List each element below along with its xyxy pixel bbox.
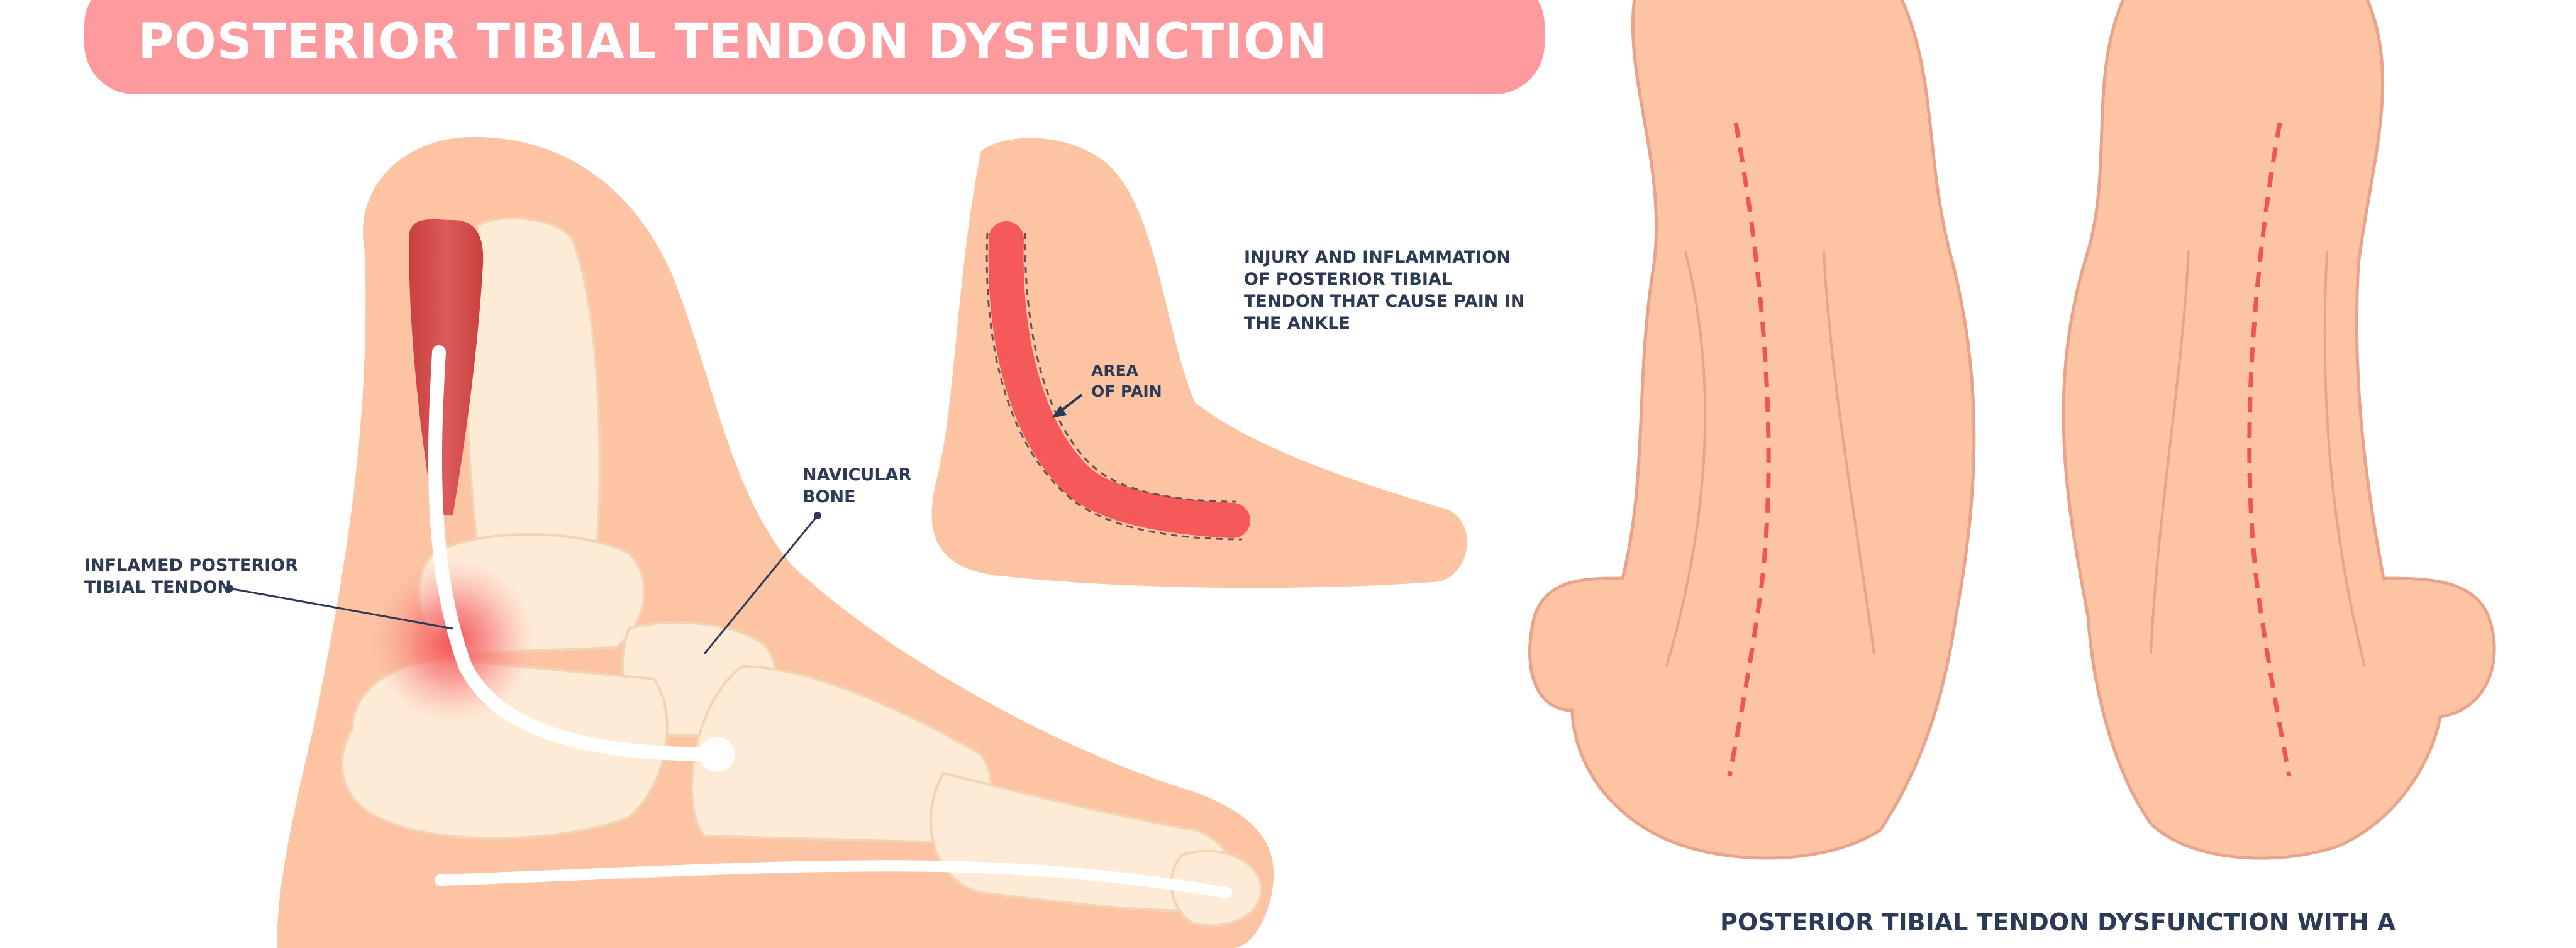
label-navicular-bone: NAVICULAR BONE: [802, 465, 912, 507]
side-view-foot: [226, 136, 1274, 948]
left-leg-midline: [1727, 122, 1771, 777]
navicular-leader: [703, 515, 819, 654]
pain-area-border: [985, 232, 1243, 541]
pain-arrow: [1058, 394, 1083, 413]
right-leg-contour-2: [2323, 251, 2366, 667]
right-leg-skin: [2062, 0, 2496, 860]
inflamed-tendon-leader-dot: [226, 585, 233, 592]
caption: POSTERIOR TIBIAL TENDON DYSFUNCTION WITH…: [1720, 908, 2396, 936]
pain-area: [988, 221, 1250, 538]
left-leg-contour-2: [1823, 251, 1875, 654]
label-area-of-pain: AREA OF PAIN: [1091, 361, 1162, 400]
rear-view-right: [2062, 0, 2496, 860]
rear-view-left: [1528, 0, 1976, 860]
label-inflamed-tendon: INFLAMED POSTERIOR TIBIAL TENDON: [84, 556, 298, 597]
page-title: POSTERIOR TIBIAL TENDON DYSFUNCTION: [138, 14, 1328, 70]
navicular-leader-dot: [814, 512, 821, 519]
posterior-tibial-tendon: [428, 345, 724, 761]
tibialis-muscle: [409, 219, 484, 515]
small-foot: [931, 138, 1467, 588]
left-leg-contour: [1665, 251, 1707, 667]
tibia-bone: [465, 216, 601, 555]
plantar-fascia: [435, 860, 1232, 898]
right-leg-contour: [2150, 251, 2190, 654]
tendon-insertion: [699, 737, 735, 772]
title-banner: POSTERIOR TIBIAL TENDON DYSFUNCTION: [84, 0, 1545, 94]
label-injury-note: INJURY AND INFLAMMATION OF POSTERIOR TIB…: [1244, 248, 1525, 333]
pain-arrowhead: [1052, 405, 1067, 418]
left-leg-skin: [1528, 0, 1976, 860]
inflamed-tendon-leader: [229, 587, 453, 630]
right-leg-midline: [2247, 122, 2292, 777]
